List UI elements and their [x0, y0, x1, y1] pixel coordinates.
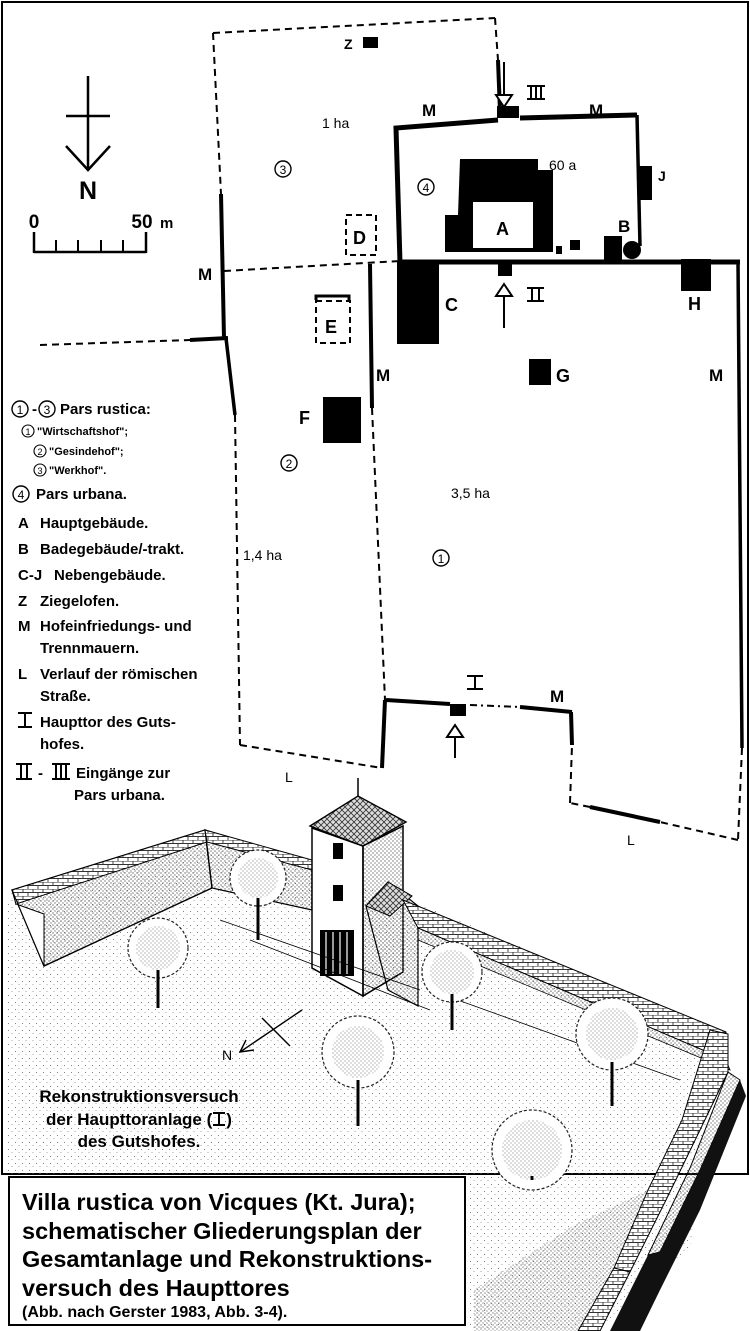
gate-one-icon: [213, 1111, 226, 1126]
caption-line: versuch des Haupttores: [22, 1274, 290, 1301]
label-c: C: [445, 295, 458, 315]
label-m: M: [198, 265, 212, 284]
caption-source: (Abb. nach Gerster 1983, Abb. 3-4).: [22, 1304, 288, 1321]
svg-text:3: 3: [37, 466, 42, 476]
svg-text:A: A: [18, 515, 29, 532]
svg-text:3: 3: [44, 403, 51, 417]
gate-three-icon: [527, 85, 545, 100]
scale-unit: m: [160, 215, 173, 232]
area-label: 60 a: [549, 157, 576, 173]
north-arrow-icon: [65, 76, 111, 172]
reconstruction-caption: Rekonstruktionsversuch der Haupttoranlag…: [8, 1086, 270, 1154]
zone-number: 4: [417, 178, 435, 196]
svg-text:2: 2: [286, 457, 293, 471]
svg-text:1: 1: [17, 403, 24, 417]
label-m: M: [376, 366, 390, 385]
label-z: Z: [344, 36, 353, 52]
svg-text:Straße.: Straße.: [40, 688, 91, 705]
svg-text:Badegebäude/-trakt.: Badegebäude/-trakt.: [40, 541, 184, 558]
caption-line: Gesamtanlage und Rekonstruktions-: [22, 1246, 433, 1272]
svg-text:Verlauf der römischen: Verlauf der römischen: [40, 666, 198, 683]
label-h: H: [688, 294, 701, 314]
label-f: F: [299, 408, 310, 428]
label-m: M: [550, 687, 564, 706]
area-label: 1 ha: [322, 115, 349, 131]
label-m: M: [709, 366, 723, 385]
svg-text:Ziegelofen.: Ziegelofen.: [40, 593, 119, 610]
scale-end: 50: [131, 212, 152, 233]
svg-text:Z: Z: [18, 593, 27, 610]
svg-text:hofes.: hofes.: [40, 736, 84, 753]
svg-text:Trennmauern.: Trennmauern.: [40, 640, 139, 657]
legend: 1 - 3 Pars rustica: 1 "Wirtschaftshof"; …: [11, 400, 198, 804]
building-d-outline: [345, 214, 377, 256]
zone-number: 3: [274, 160, 292, 178]
label-l: L: [627, 832, 635, 848]
entrance-arrow-icon: [445, 723, 465, 758]
svg-text:"Werkhof".: "Werkhof".: [49, 465, 106, 477]
label-d: D: [353, 228, 366, 248]
svg-text:Haupttor des Guts-: Haupttor des Guts-: [40, 714, 176, 731]
label-j: J: [658, 168, 666, 184]
gate-two-icon: [527, 287, 544, 302]
svg-text:L: L: [18, 666, 27, 683]
label-m: M: [422, 101, 436, 120]
figure-caption: Villa rustica von Vicques (Kt. Jura); sc…: [8, 1176, 466, 1326]
svg-text:Eingänge zur: Eingänge zur: [76, 765, 170, 782]
north-arrow-icon: [238, 1009, 303, 1053]
svg-text:2: 2: [37, 447, 42, 457]
label-a: A: [496, 219, 509, 239]
entrance-arrow-icon: [494, 282, 514, 328]
zone-number: 2: [280, 454, 298, 472]
label-b: B: [618, 217, 630, 236]
svg-text:4: 4: [18, 488, 25, 502]
caption-line: schematischer Gliederungsplan der: [22, 1217, 422, 1244]
svg-text:C-J: C-J: [18, 567, 42, 584]
svg-text:M: M: [18, 618, 31, 635]
svg-text:B: B: [18, 541, 29, 558]
caption-line: Villa rustica von Vicques (Kt. Jura);: [22, 1189, 416, 1215]
gate-one-icon: [467, 675, 483, 690]
reconstruction-line: des Gutshofes.: [77, 1132, 201, 1151]
entrance-arrow-icon: [494, 62, 514, 109]
svg-text:-: -: [38, 765, 43, 782]
svg-text:-: -: [32, 401, 37, 418]
area-label: 1,4 ha: [243, 547, 282, 563]
scale-zero: 0: [29, 212, 40, 233]
building-e-outline: [315, 300, 351, 344]
building-e-wall: [314, 294, 351, 300]
svg-text:N: N: [222, 1047, 232, 1063]
svg-text:"Gesindehof";: "Gesindehof";: [49, 446, 124, 458]
svg-text:1: 1: [25, 427, 30, 437]
label-e: E: [325, 317, 337, 337]
svg-text:Hofeinfriedungs- und: Hofeinfriedungs- und: [40, 618, 192, 635]
svg-text:Pars urbana.: Pars urbana.: [74, 787, 165, 804]
svg-text:1: 1: [438, 552, 445, 566]
area-label: 3,5 ha: [451, 485, 490, 501]
compass-letter: N: [79, 177, 97, 205]
svg-text:Hauptgebäude.: Hauptgebäude.: [40, 515, 148, 532]
svg-text:4: 4: [423, 181, 430, 195]
plan-buildings: [323, 37, 711, 716]
scale-bar: [32, 232, 148, 254]
label-m: M: [589, 101, 603, 120]
legend-pars-urbana: Pars urbana.: [36, 486, 127, 503]
svg-text:3: 3: [280, 163, 287, 177]
gate-reconstruction-drawing: N: [8, 778, 746, 1331]
reconstruction-line: der Haupttoranlage (): [46, 1109, 232, 1129]
zone-number: 1: [432, 549, 450, 567]
label-l: L: [285, 769, 293, 785]
reconstruction-line: Rekonstruktionsversuch: [39, 1087, 239, 1106]
legend-pars-rustica: Pars rustica:: [60, 401, 151, 418]
svg-text:"Wirtschaftshof";: "Wirtschaftshof";: [37, 426, 128, 438]
label-g: G: [556, 366, 570, 386]
svg-text:Nebengebäude.: Nebengebäude.: [54, 567, 166, 584]
